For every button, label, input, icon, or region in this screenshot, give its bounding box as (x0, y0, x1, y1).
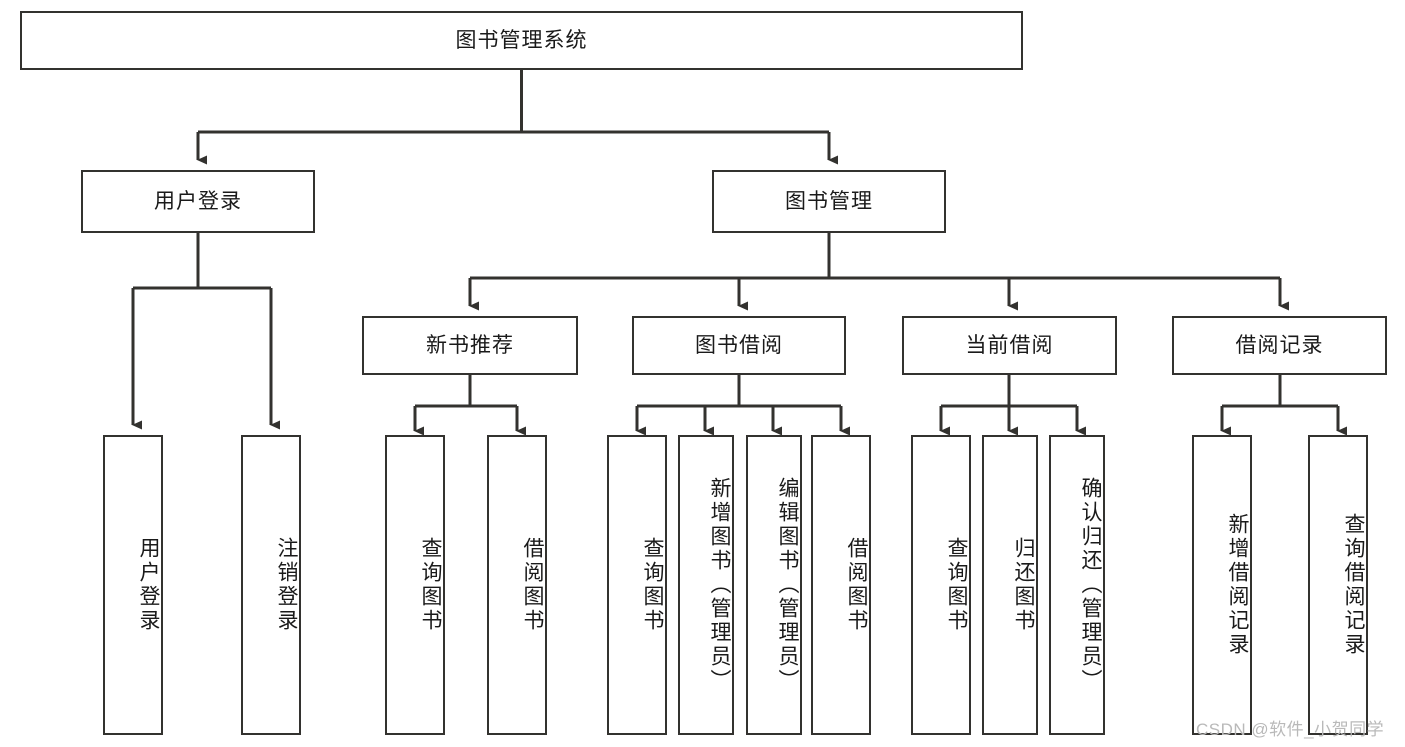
leaf-user-login-signin[interactable]: 用户登录 (103, 435, 163, 735)
leaf-borrow-edit-book-admin[interactable]: 编辑图书（管理员） (746, 435, 802, 735)
leaf-current-query-book-label: 查询图书 (945, 537, 968, 633)
leaf-borrow-borrow-book-label: 借阅图书 (845, 537, 868, 633)
node-new-book-recommend[interactable]: 新书推荐 (362, 316, 578, 375)
leaf-borrow-add-book-admin[interactable]: 新增图书（管理员） (678, 435, 734, 735)
leaf-current-return-book[interactable]: 归还图书 (982, 435, 1038, 735)
leaf-borrow-query-book[interactable]: 查询图书 (607, 435, 667, 735)
leaf-borrow-borrow-book[interactable]: 借阅图书 (811, 435, 871, 735)
leaf-new-book-query-label: 查询图书 (419, 537, 442, 633)
node-current-borrow[interactable]: 当前借阅 (902, 316, 1117, 375)
leaf-new-book-borrow[interactable]: 借阅图书 (487, 435, 547, 735)
node-user-login[interactable]: 用户登录 (81, 170, 315, 233)
leaf-record-add-borrow-record[interactable]: 新增借阅记录 (1192, 435, 1252, 735)
leaf-current-return-book-label: 归还图书 (1012, 537, 1035, 633)
node-borrow-record-label: 借阅记录 (1235, 333, 1324, 357)
node-book-management[interactable]: 图书管理 (712, 170, 946, 233)
node-new-book-recommend-label: 新书推荐 (426, 333, 514, 357)
leaf-current-confirm-return-admin[interactable]: 确认归还（管理员） (1049, 435, 1105, 735)
leaf-user-login-signout-label: 注销登录 (275, 537, 298, 633)
node-book-borrow[interactable]: 图书借阅 (632, 316, 846, 375)
leaf-new-book-borrow-label: 借阅图书 (521, 537, 544, 633)
leaf-new-book-query[interactable]: 查询图书 (385, 435, 445, 735)
leaf-borrow-edit-book-admin-label: 编辑图书（管理员） (776, 477, 799, 693)
leaf-current-query-book[interactable]: 查询图书 (911, 435, 971, 735)
leaf-borrow-add-book-admin-label: 新增图书（管理员） (708, 477, 731, 693)
leaf-current-confirm-return-admin-label: 确认归还（管理员） (1079, 477, 1102, 693)
leaf-user-login-signin-label: 用户登录 (137, 537, 160, 633)
leaf-record-add-borrow-record-label: 新增借阅记录 (1226, 513, 1249, 657)
csdn-watermark: CSDN @软件_小贺同学 (1196, 720, 1385, 739)
leaf-user-login-signout[interactable]: 注销登录 (241, 435, 301, 735)
leaf-record-query-borrow-record-label: 查询借阅记录 (1342, 513, 1365, 657)
leaf-record-query-borrow-record[interactable]: 查询借阅记录 (1308, 435, 1368, 735)
node-borrow-record[interactable]: 借阅记录 (1172, 316, 1387, 375)
node-book-borrow-label: 图书借阅 (695, 333, 783, 357)
node-current-borrow-label: 当前借阅 (965, 333, 1054, 357)
node-root-system[interactable]: 图书管理系统 (20, 11, 1023, 70)
node-user-login-label: 用户登录 (154, 189, 242, 213)
node-root-system-label: 图书管理系统 (455, 28, 588, 52)
leaf-borrow-query-book-label: 查询图书 (641, 537, 664, 633)
node-book-management-label: 图书管理 (785, 189, 873, 213)
